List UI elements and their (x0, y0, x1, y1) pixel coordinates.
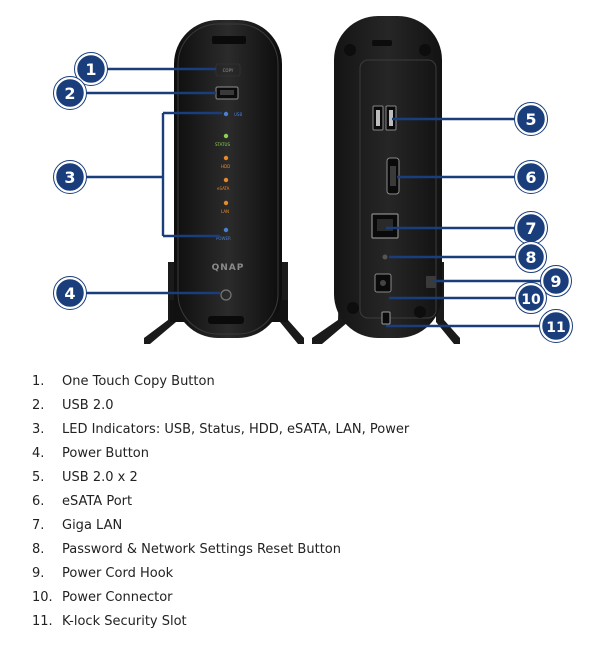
front-brand-logo: QNAP (212, 263, 245, 273)
legend-item: 3. LED Indicators: USB, Status, HDD, eSAT… (32, 418, 409, 442)
callout-2-number: 2 (64, 84, 75, 103)
legend-item-number: 10. (32, 590, 53, 605)
led-hdd (223, 155, 229, 161)
legend-item-label: Power Connector (62, 590, 173, 605)
callout-5: 5 (514, 102, 548, 136)
legend-item-label: Password & Network Settings Reset Button (62, 542, 341, 557)
callout-7-number: 7 (525, 219, 536, 238)
callout-8-number: 8 (525, 248, 536, 267)
callout-3: 3 (53, 160, 87, 194)
legend-item-number: 11. (32, 614, 53, 629)
callout-11-number: 11 (546, 320, 565, 336)
legend-item-label: K-lock Security Slot (62, 614, 187, 629)
legend-item-number: 3. (32, 422, 45, 437)
callout-7: 7 (514, 211, 548, 245)
rear-view (312, 16, 460, 344)
legend-item: 1. One Touch Copy Button (32, 370, 409, 394)
front-body (174, 20, 282, 338)
callout-4-number: 4 (64, 284, 75, 303)
parts-legend: 1. One Touch Copy Button 2. USB 2.0 3. LED … (32, 370, 409, 634)
legend-item-label: LED Indicators: USB, Status, HDD, eSATA,… (62, 422, 410, 437)
legend-item-label: Giga LAN (62, 518, 123, 533)
front-label-copy: COPY (223, 68, 234, 73)
legend-item: 9. Power Cord Hook (32, 562, 409, 586)
legend-item-label: USB 2.0 x 2 (62, 470, 138, 485)
front-led-panel: COPY USB STATUS HDD eSATA LAN POWER (215, 63, 242, 241)
k-lock-slot (381, 311, 391, 325)
callout-8: 8 (515, 241, 547, 273)
legend-item-number: 2. (32, 398, 45, 413)
device-diagram: COPY USB STATUS HDD eSATA LAN POWER QNAP (53, 16, 573, 344)
rear-usb-ports (372, 105, 397, 131)
power-button (220, 289, 232, 301)
led-esata (223, 177, 229, 183)
led-lan (223, 200, 229, 206)
led-usb (223, 111, 229, 117)
svg-text:USB: USB (234, 112, 242, 117)
callout-9: 9 (540, 265, 572, 297)
power-cord-hook (426, 276, 436, 288)
callout-6-number: 6 (525, 168, 536, 187)
legend-item-number: 1. (32, 374, 45, 389)
svg-text:STATUS: STATUS (215, 142, 230, 147)
legend-item-number: 9. (32, 566, 45, 581)
led-power (223, 227, 229, 233)
callout-3-number: 3 (64, 168, 75, 187)
legend-item-number: 7. (32, 518, 45, 533)
legend-item: 7. Giga LAN (32, 514, 409, 538)
svg-text:POWER: POWER (216, 236, 231, 241)
callout-10: 10 (515, 282, 547, 314)
legend-item-label: Power Button (62, 446, 149, 461)
reset-button (382, 254, 388, 260)
front-view: COPY USB STATUS HDD eSATA LAN POWER QNAP (144, 20, 304, 344)
legend-item-label: USB 2.0 (62, 398, 114, 413)
legend-item: 5. USB 2.0 x 2 (32, 466, 409, 490)
led-status (223, 133, 229, 139)
svg-text:eSATA: eSATA (217, 186, 230, 191)
legend-item: 6. eSATA Port (32, 490, 409, 514)
legend-item: 2. USB 2.0 (32, 394, 409, 418)
callout-5-number: 5 (525, 110, 536, 129)
legend-item-number: 5. (32, 470, 45, 485)
legend-item-number: 6. (32, 494, 45, 509)
legend-item: 10. Power Connector (32, 586, 409, 610)
leader-lines (86, 67, 542, 328)
legend-item-label: eSATA Port (62, 494, 133, 509)
callout-2: 2 (53, 76, 87, 110)
callout-4: 4 (53, 276, 87, 310)
leader-line-3 (86, 111, 222, 238)
callout-10-number: 10 (521, 292, 541, 308)
svg-text:HDD: HDD (221, 164, 230, 169)
legend-item: 4. Power Button (32, 442, 409, 466)
svg-text:LAN: LAN (221, 209, 229, 214)
legend-item-number: 4. (32, 446, 45, 461)
callout-9-number: 9 (550, 272, 561, 291)
legend-item: 11. K-lock Security Slot (32, 610, 409, 634)
callout-1: 1 (74, 52, 108, 86)
legend-item-label: Power Cord Hook (62, 566, 174, 581)
legend-item: 8. Password & Network Settings Reset Butt… (32, 538, 409, 562)
legend-item-number: 8. (32, 542, 45, 557)
callout-1-number: 1 (85, 60, 96, 79)
legend-item-label: One Touch Copy Button (62, 374, 215, 389)
callout-6: 6 (514, 160, 548, 194)
callout-11: 11 (539, 309, 573, 343)
